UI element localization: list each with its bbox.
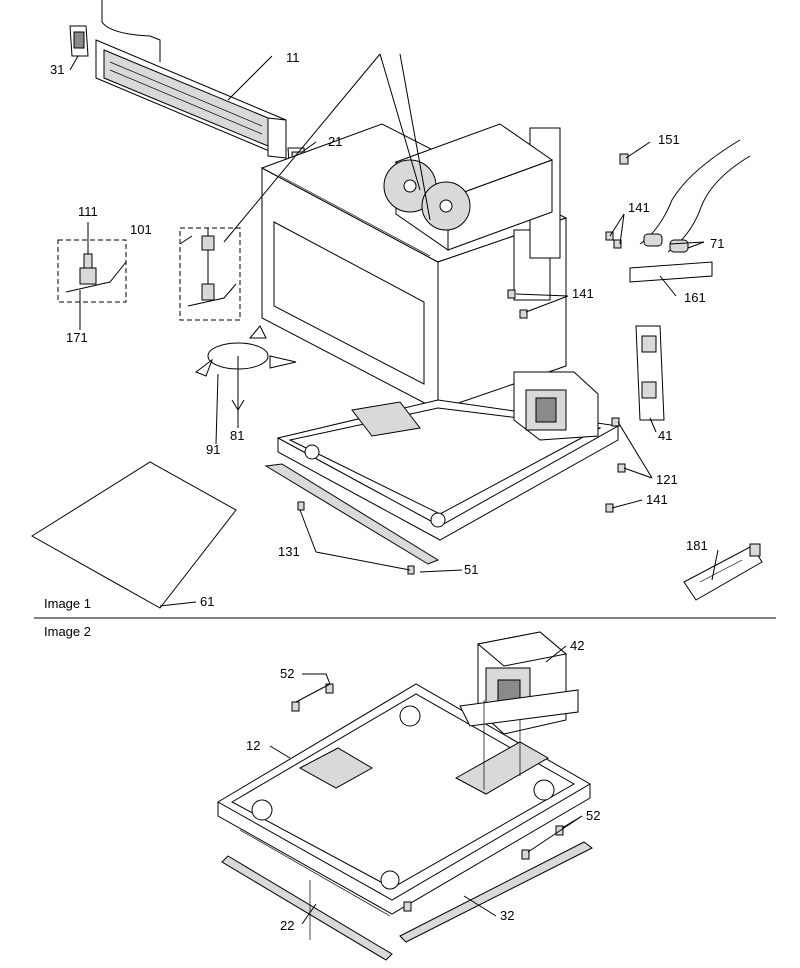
screw-151-part	[619, 153, 629, 165]
callout-111: 111	[78, 204, 98, 219]
fan-motor-part	[383, 123, 554, 251]
callout-131: 131	[278, 544, 300, 559]
callout-181: 181	[686, 538, 708, 553]
callout-52-b: 52	[586, 808, 600, 823]
image-1-assembly: 31 11 21 151 111 101 171 141 71 161 141 …	[31, 0, 763, 609]
callout-161: 161	[684, 290, 706, 305]
callout-101: 101	[130, 222, 152, 237]
door-latch-part	[69, 25, 89, 57]
callout-121: 121	[656, 472, 678, 487]
callout-151: 151	[658, 132, 680, 147]
transformer-part	[513, 371, 599, 441]
stirrer-assembly-part	[179, 227, 241, 321]
callout-81: 81	[230, 428, 244, 443]
callout-61: 61	[200, 594, 214, 609]
control-panel-part	[95, 0, 287, 159]
sensor-assembly-part	[57, 239, 127, 303]
callout-51: 51	[464, 562, 478, 577]
image-2-assembly: 42 52 12 52 22 32	[217, 631, 600, 961]
section-label-image-2: Image 2	[44, 624, 91, 639]
callout-91: 91	[206, 442, 220, 457]
callout-31: 31	[50, 62, 64, 77]
callout-141-b: 141	[572, 286, 594, 301]
callout-141-c: 141	[646, 492, 668, 507]
floor-plate-part	[31, 461, 237, 609]
callout-22: 22	[280, 918, 294, 933]
side-bracket-part	[635, 325, 665, 421]
transformer-2-part	[459, 631, 579, 735]
callout-11: 11	[286, 50, 300, 65]
front-trim-part	[264, 463, 440, 565]
callout-141-a: 141	[628, 200, 650, 215]
base-tray-2-part	[217, 683, 591, 917]
stirrer-blade-part	[194, 325, 297, 406]
callout-41: 41	[658, 428, 672, 443]
callout-21: 21	[328, 134, 342, 149]
callout-171: 171	[66, 330, 88, 345]
wire-harness-part	[639, 139, 751, 253]
leader-lines-image-2	[269, 645, 583, 940]
section-label-image-1: Image 1	[44, 596, 91, 611]
callout-71: 71	[710, 236, 724, 251]
leader-lines-image-1	[69, 53, 719, 607]
callout-52-a: 52	[280, 666, 294, 681]
callout-42: 42	[570, 638, 584, 653]
mount-bracket-part	[629, 261, 713, 283]
sealant-tube-part	[683, 543, 763, 601]
screws-141-part	[507, 231, 626, 513]
trim-strips-part	[221, 841, 593, 961]
callout-12: 12	[246, 738, 260, 753]
callout-32: 32	[500, 908, 514, 923]
